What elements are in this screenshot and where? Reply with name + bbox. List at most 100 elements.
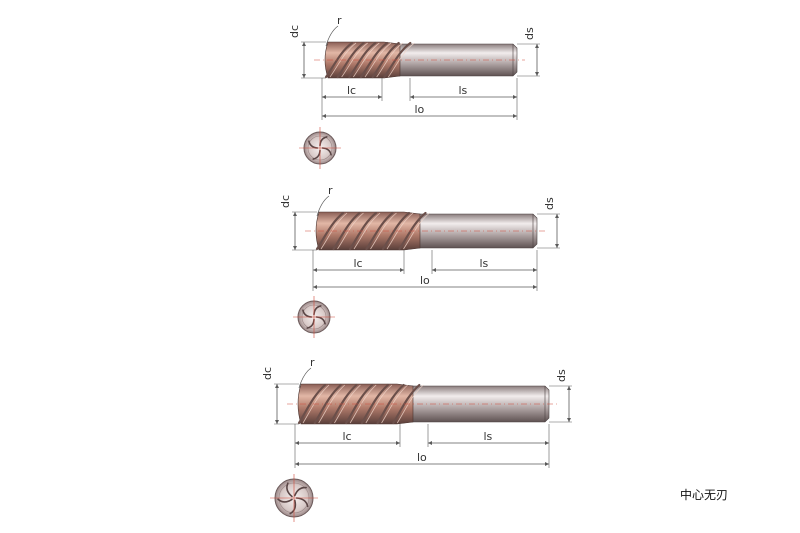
ls-label: ls	[459, 84, 468, 97]
flute-groove	[332, 211, 361, 251]
ds-label: ds	[543, 197, 556, 210]
lo-dimension-arrow-start	[313, 285, 317, 289]
flute-groove	[383, 41, 412, 79]
flute-groove	[359, 41, 389, 79]
flute-highlight	[370, 212, 397, 250]
ds-label: ds	[555, 369, 568, 382]
flute-groove	[381, 211, 411, 251]
flute-groove	[348, 41, 377, 79]
dc-dimension-arrow-start	[302, 42, 306, 46]
end-mill-3: dc r ds lc ls lo	[261, 356, 572, 522]
r-leader	[325, 25, 339, 47]
lo-dimension-arrow-end	[545, 462, 549, 466]
flute-groove	[315, 211, 345, 251]
ls-dimension-arrow-start	[410, 95, 414, 99]
ls-label: ls	[480, 257, 489, 270]
flute-highlight	[386, 212, 414, 250]
ls-dimension-arrow-start	[432, 268, 436, 272]
lo-dimension-arrow-start	[322, 114, 326, 118]
flute-highlight	[403, 212, 430, 250]
flute-highlight	[353, 212, 381, 250]
end-mill-1: dc r ds lc ls lo	[288, 14, 540, 169]
dc-dimension-arrow-end	[275, 420, 279, 424]
flute-highlight	[302, 384, 330, 424]
flute-groove	[365, 211, 394, 251]
flute-groove	[313, 383, 342, 425]
lc-label: lc	[354, 257, 363, 270]
r-label: r	[310, 356, 315, 369]
end-view-cutting-edge	[277, 498, 293, 503]
flute-highlight	[337, 212, 364, 250]
flute-groove	[348, 211, 378, 251]
flute-groove	[336, 41, 365, 79]
ls-dimension-arrow-end	[513, 95, 517, 99]
end-view	[293, 296, 335, 338]
lo-label: lo	[420, 274, 430, 287]
tool-flute-section	[315, 211, 421, 251]
ds-dimension-arrow-end	[567, 418, 571, 422]
dc-label: dc	[288, 25, 301, 38]
flute-groove	[398, 211, 427, 251]
r-label: r	[337, 14, 342, 27]
lc-dimension-arrow-end	[378, 95, 382, 99]
flute-highlight	[364, 42, 392, 78]
lo-label: lo	[415, 103, 425, 116]
ds-dimension-arrow-start	[555, 214, 559, 218]
lo-dimension-arrow-end	[533, 285, 537, 289]
dc-label: dc	[261, 367, 274, 380]
lc-dimension-arrow-start	[295, 441, 299, 445]
flute-highlight	[381, 384, 408, 424]
lc-label: lc	[347, 84, 356, 97]
ls-dimension-arrow-end	[545, 441, 549, 445]
flute-groove	[360, 383, 389, 425]
end-mill-2: dc r ds lc ls lo	[279, 184, 560, 338]
flute-highlight	[334, 384, 361, 424]
flute-groove	[392, 383, 421, 425]
ls-dimension-arrow-start	[428, 441, 432, 445]
flute-highlight	[365, 384, 393, 424]
r-label: r	[328, 184, 333, 197]
dc-dimension-arrow-start	[275, 384, 279, 388]
lc-dimension-arrow-start	[313, 268, 317, 272]
ds-dimension-arrow-start	[567, 386, 571, 390]
end-view-cutting-edge	[289, 499, 297, 515]
flute-highlight	[388, 42, 415, 78]
flute-highlight	[353, 42, 380, 78]
flute-highlight	[320, 212, 348, 250]
flute-groove	[371, 41, 400, 79]
flute-groove	[329, 383, 358, 425]
flute-groove	[324, 41, 354, 79]
end-view	[299, 127, 341, 169]
flute-highlight	[329, 42, 357, 78]
r-leader	[316, 195, 330, 217]
flute-groove	[345, 383, 374, 425]
flute-highlight	[341, 42, 368, 78]
flute-highlight	[318, 384, 345, 424]
lo-label: lo	[417, 451, 427, 464]
flute-highlight	[396, 384, 424, 424]
dc-dimension-arrow-end	[293, 246, 297, 250]
flute-highlight	[376, 42, 403, 78]
dc-dimension-arrow-start	[293, 212, 297, 216]
dc-dimension-arrow-end	[302, 74, 306, 78]
lo-dimension-arrow-start	[295, 462, 299, 466]
lc-dimension-arrow-start	[322, 95, 326, 99]
ds-dimension-arrow-start	[535, 44, 539, 48]
center-no-cutting-edge-note: 中心无刃	[680, 488, 729, 502]
flute-groove	[297, 383, 327, 425]
lc-dimension-arrow-end	[396, 441, 400, 445]
dc-label: dc	[279, 195, 292, 208]
ds-dimension-arrow-end	[555, 244, 559, 248]
flute-highlight	[349, 384, 377, 424]
end-view-cutting-edge	[286, 482, 293, 498]
lc-label: lc	[343, 430, 352, 443]
lc-dimension-arrow-end	[400, 268, 404, 272]
flute-groove	[376, 383, 405, 425]
lo-dimension-arrow-end	[513, 114, 517, 118]
ls-dimension-arrow-end	[533, 268, 537, 272]
ls-label: ls	[484, 430, 493, 443]
end-view-cutting-edge	[293, 486, 307, 497]
ds-label: ds	[523, 27, 536, 40]
r-leader	[298, 367, 312, 389]
